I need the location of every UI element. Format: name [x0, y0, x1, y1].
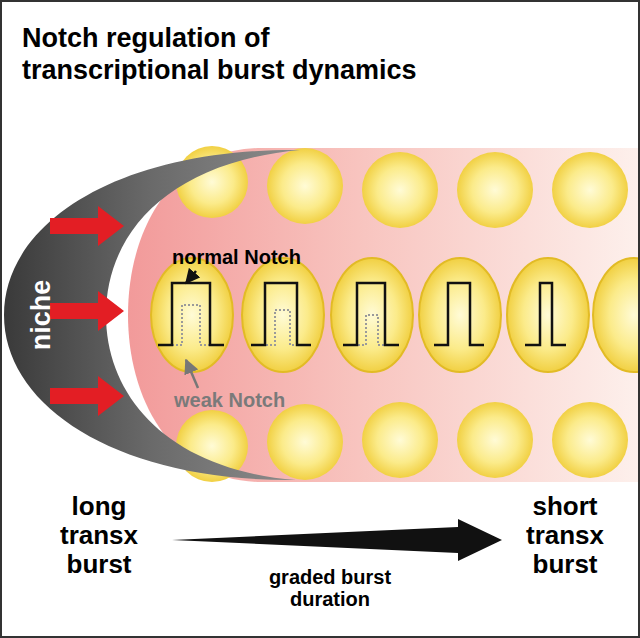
normal-pulses — [158, 283, 566, 345]
niche-label: niche — [26, 280, 57, 351]
normal-label: normal Notch — [172, 246, 301, 268]
nuclei-middle — [151, 258, 640, 372]
nuclei-bottom — [176, 402, 628, 482]
title: Notch regulation of transcriptional burs… — [22, 22, 462, 87]
short-label: short transx burst — [500, 492, 630, 579]
niche-crescent — [4, 150, 300, 480]
normal-arrow — [186, 271, 196, 283]
wedge-arrow — [172, 519, 502, 561]
niche-region: niche — [14, 240, 68, 390]
weak-label: weak Notch — [174, 389, 285, 411]
long-label: long transx burst — [38, 492, 160, 579]
graded-label: graded burst duration — [250, 566, 410, 611]
signal-arrows — [50, 206, 124, 416]
weak-arrow — [186, 360, 198, 388]
